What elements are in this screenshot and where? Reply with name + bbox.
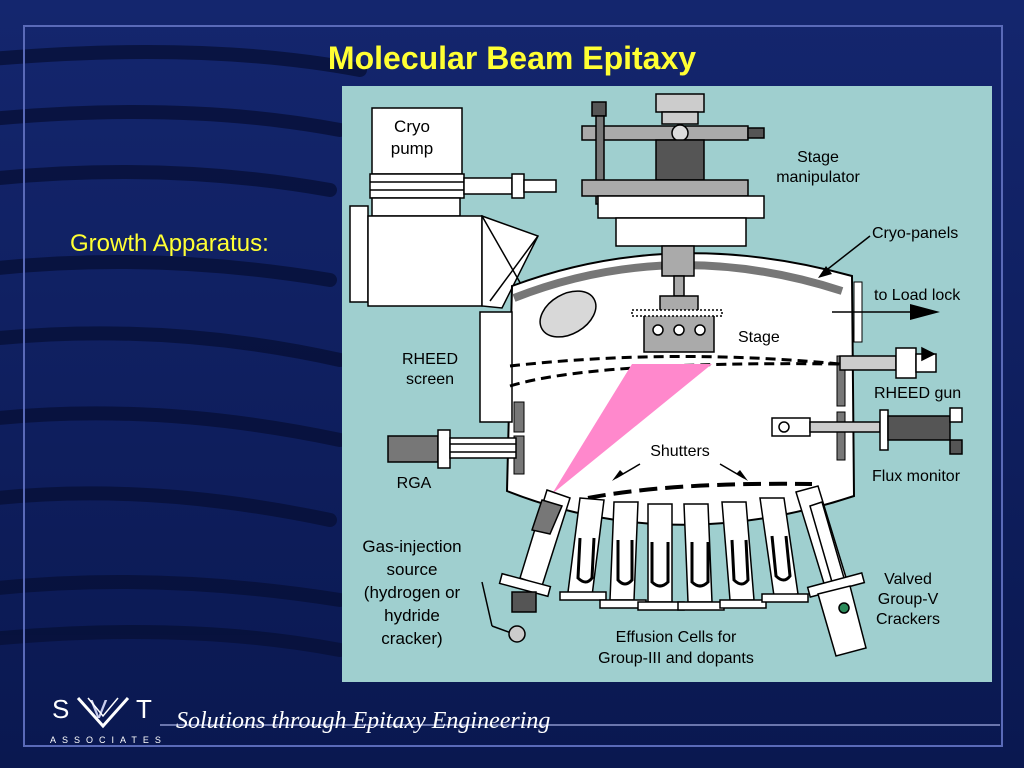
molecular-beam	[552, 364, 712, 494]
logo-v-mark	[76, 697, 130, 729]
effusion-cell	[677, 503, 725, 611]
label-cryo-panels: Cryo-panels	[872, 225, 958, 242]
valved-cracker	[795, 485, 867, 657]
slide-title: Molecular Beam Epitaxy	[327, 40, 697, 76]
logo-letter-s: S	[52, 694, 70, 724]
effusion-cell	[637, 503, 685, 611]
label-effusion-2: Group-III and dopants	[598, 650, 754, 667]
rheed-gun	[839, 346, 937, 379]
gas-injection-source	[481, 489, 571, 643]
effusion-cell	[599, 501, 647, 609]
tagline: Solutions through Epitaxy Engineering	[176, 708, 551, 734]
rheed-beam	[509, 354, 841, 388]
label-shutters: Shutters	[650, 443, 710, 460]
effusion-cell	[719, 501, 767, 609]
label-valved-3: Crackers	[876, 611, 940, 628]
logo-letter-t: T	[136, 694, 152, 724]
label-rga: RGA	[397, 475, 432, 492]
cryo-pump	[349, 107, 557, 309]
flux-monitor	[771, 407, 963, 455]
mbe-diagram: Cryo pump Stage	[342, 86, 992, 682]
label-rheed-gun: RHEED gun	[874, 385, 961, 402]
label-gas-injection-3: (hydrogen or	[364, 583, 461, 602]
rga	[387, 429, 517, 469]
effusion-cell	[759, 497, 809, 603]
label-cryo-pump-2: pump	[391, 139, 434, 158]
label-flux-monitor: Flux monitor	[872, 468, 961, 485]
effusion-cells	[559, 497, 809, 611]
logo-associates: ASSOCIATES	[50, 735, 167, 745]
label-load-lock: to Load lock	[874, 287, 961, 304]
label-gas-injection-5: cracker)	[381, 629, 442, 648]
label-rheed-screen-1: RHEED	[402, 351, 458, 368]
shutter-row	[587, 481, 813, 500]
effusion-cell	[559, 497, 607, 601]
stage-manipulator	[581, 93, 765, 353]
label-stage: Stage	[738, 329, 780, 346]
label-effusion-1: Effusion Cells for	[616, 629, 737, 646]
label-stage-manipulator-1: Stage	[797, 149, 839, 166]
slide-subtitle: Growth Apparatus:	[70, 230, 269, 257]
label-gas-injection-4: hydride	[384, 606, 440, 625]
label-cryo-pump-1: Cryo	[394, 117, 430, 136]
label-valved-1: Valved	[884, 571, 932, 588]
label-rheed-screen-2: screen	[406, 371, 454, 388]
label-gas-injection-2: source	[386, 560, 437, 579]
label-stage-manipulator-2: manipulator	[776, 169, 860, 186]
label-valved-2: Group-V	[878, 591, 939, 608]
label-gas-injection-1: Gas-injection	[362, 537, 461, 556]
